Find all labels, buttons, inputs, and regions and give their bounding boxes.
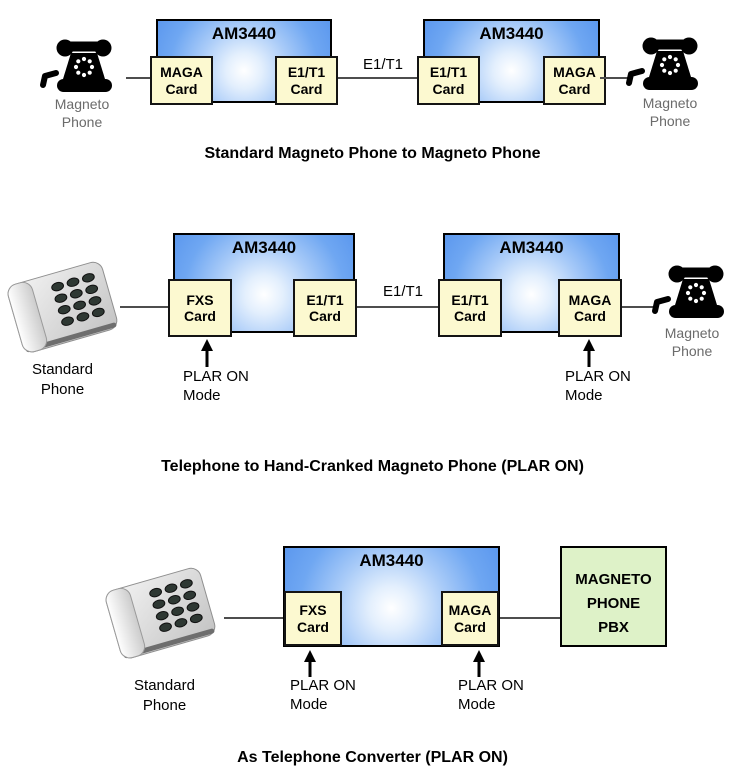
connector-line: [338, 77, 423, 79]
plar-mode-label: PLAR ON Mode: [183, 368, 249, 404]
connector-line: [120, 306, 173, 308]
magneto-phone-icon: [36, 38, 128, 98]
magneto-phone-pbx-box: MAGNETO PHONE PBX: [560, 546, 667, 647]
standard-phone-label: Standard Phone: [134, 677, 195, 714]
am3440-title: AM3440: [231, 238, 297, 257]
e1t1-link-label: E1/T1: [362, 56, 404, 73]
connector-line: [600, 77, 630, 79]
plar-mode-label: PLAR ON Mode: [458, 677, 524, 713]
e1t1-card: E1/T1 Card: [275, 56, 338, 105]
am3440-title: AM3440: [499, 238, 564, 257]
e1t1-link-label: E1/T1: [382, 283, 424, 300]
section-caption: As Telephone Converter (PLAR ON): [237, 749, 508, 766]
section-caption: Telephone to Hand-Cranked Magneto Phone …: [161, 458, 584, 475]
plar-arrow-icon: [200, 339, 214, 367]
magneto-phone-icon: [622, 36, 714, 96]
e1t1-card: E1/T1 Card: [438, 279, 502, 337]
plar-mode-label: PLAR ON Mode: [565, 368, 631, 404]
standard-phone-label: Standard Phone: [32, 361, 93, 398]
am3440-title: AM3440: [479, 24, 544, 43]
magneto-phone-label: Magneto Phone: [664, 325, 720, 360]
plar-arrow-icon: [582, 339, 596, 367]
fxs-card: FXS Card: [284, 591, 342, 646]
am3440-title: AM3440: [211, 24, 277, 43]
maga-card: MAGA Card: [558, 279, 622, 337]
plar-arrow-icon: [303, 650, 317, 677]
connector-line: [500, 617, 560, 619]
am3440-title: AM3440: [359, 551, 424, 570]
plar-arrow-icon: [472, 650, 486, 677]
magneto-phone-label: Magneto Phone: [54, 96, 110, 131]
maga-card: MAGA Card: [543, 56, 606, 105]
e1t1-card: E1/T1 Card: [417, 56, 480, 105]
magneto-phone-label: Magneto Phone: [642, 95, 698, 130]
connector-line: [622, 306, 654, 308]
connector-line: [224, 617, 283, 619]
standard-phone-icon: [0, 256, 126, 362]
connector-line: [357, 306, 443, 308]
magneto-phone-icon: [648, 264, 740, 324]
standard-phone-icon: [98, 562, 224, 668]
maga-card: MAGA Card: [150, 56, 213, 105]
fxs-card: FXS Card: [168, 279, 232, 337]
plar-mode-label: PLAR ON Mode: [290, 677, 356, 713]
maga-card: MAGA Card: [441, 591, 499, 646]
e1t1-card: E1/T1 Card: [293, 279, 357, 337]
section-caption: Standard Magneto Phone to Magneto Phone: [204, 145, 541, 162]
connector-line: [126, 77, 156, 79]
